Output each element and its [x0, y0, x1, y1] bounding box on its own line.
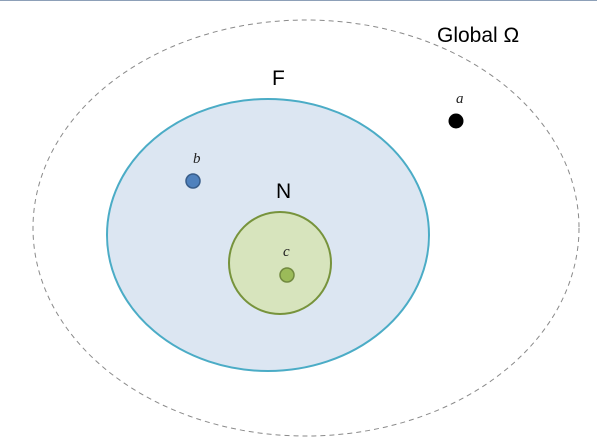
set-n-label: N — [276, 180, 291, 203]
point-a-dot — [448, 113, 464, 129]
set-f-label: F — [272, 67, 285, 90]
point-c-label: c — [283, 244, 290, 260]
point-a-label: a — [456, 91, 464, 107]
global-set-label: Global Ω — [437, 24, 519, 47]
global-set-ellipse — [32, 19, 580, 437]
point-b-label: b — [193, 151, 201, 167]
set-n-circle — [228, 211, 332, 315]
point-c-dot — [279, 267, 295, 283]
point-b-dot — [185, 173, 201, 189]
top-border-line — [0, 0, 597, 1]
